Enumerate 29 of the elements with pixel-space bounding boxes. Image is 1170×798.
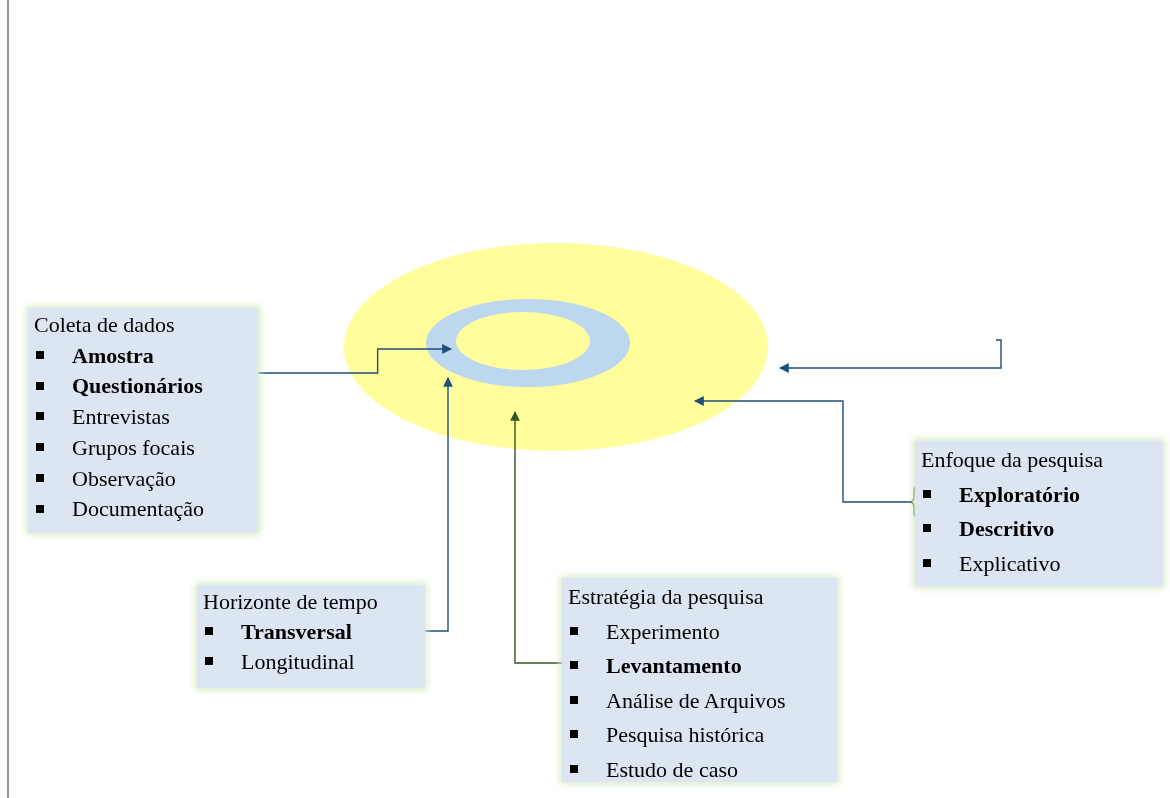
list-item: Questionários (34, 371, 252, 403)
arrow (257, 344, 452, 374)
arrow (510, 411, 563, 664)
list-item: Experimento (568, 614, 831, 649)
list-item: Exploratório (921, 477, 1157, 512)
list-box (197, 585, 425, 688)
list-box (28, 308, 258, 533)
box-heading: Coleta de dados (34, 311, 176, 339)
list-item: Pesquisa histórica (568, 718, 831, 753)
list-item: Amostra (34, 340, 252, 372)
arrow (779, 339, 1002, 373)
list-item: Explicativo (921, 546, 1157, 581)
list-item: Transversal (203, 617, 419, 647)
arrow (694, 396, 911, 503)
list-item: Documentação (34, 494, 252, 525)
arrow (424, 377, 453, 632)
list-box (562, 578, 837, 782)
list-item: Entrevistas (34, 402, 252, 433)
list-item: Estudo de caso (568, 752, 831, 787)
list-item: Longitudinal (203, 647, 419, 677)
box-heading: Enfoque da pesquisa (921, 446, 1105, 474)
list-item: Descritivo (921, 512, 1157, 547)
box-heading: Estratégia da pesquisa (568, 583, 765, 611)
list-box (915, 441, 1163, 586)
list-item: Levantamento (568, 649, 831, 684)
box-heading: Horizonte de tempo (203, 588, 379, 616)
list-item: Grupos focais (34, 432, 252, 464)
list-item: Análise de Arquivos (568, 683, 831, 718)
list-item: Observação (34, 463, 252, 495)
